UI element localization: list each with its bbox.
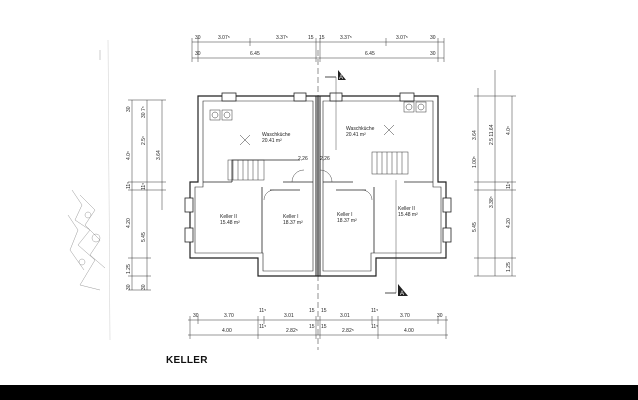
dim-label: 15 xyxy=(321,324,327,330)
stair-right xyxy=(371,151,409,175)
dim-label: 3.64 xyxy=(156,150,162,160)
section-marker-top: A xyxy=(325,70,346,150)
room-area: 15.48 m² xyxy=(398,212,418,218)
dim-label: 3.01 xyxy=(340,313,350,319)
dim-label: 4.20 xyxy=(126,218,132,228)
dim-label: 4.20 xyxy=(506,218,512,228)
dim-text-bottom: 30 3.70 11⁵ 3.01 15 15 3.01 11⁵ 3.70 30 … xyxy=(193,308,443,334)
dim-label: 11⁵ xyxy=(141,183,147,190)
dim-lines-top xyxy=(191,38,445,62)
dim-label: 3.01 xyxy=(284,313,294,319)
dim-label: 3.07⁵ xyxy=(396,35,408,41)
dim-lines-right xyxy=(474,70,516,277)
fixtures xyxy=(209,101,427,146)
dim-label: 3.07⁵ xyxy=(218,35,230,41)
dim-label: 30 xyxy=(141,284,147,290)
dim-label: 15 xyxy=(309,308,315,314)
dim-label: 11⁵ xyxy=(259,308,266,314)
dim-label: 2.82⁵ xyxy=(342,328,354,334)
dim-label: 15 xyxy=(308,35,314,41)
dim-label: 4.00 xyxy=(222,328,232,334)
dim-label: 2.5⁵ xyxy=(141,136,147,145)
dim-label: 1.25 xyxy=(506,262,512,272)
dim-text-right: 3.64 1.00⁵ 5.45 2.5 11.64 3.38⁵ 4.0⁵ 11⁵… xyxy=(472,124,512,272)
dim-label: 3.37⁵ xyxy=(276,35,288,41)
dim-label: 3.70 xyxy=(224,313,234,319)
room-name: Keller II xyxy=(398,206,415,212)
room-area: 18.37 m² xyxy=(337,218,357,224)
dim-label: 4.00 xyxy=(404,328,414,334)
terrain-sketch xyxy=(67,39,111,341)
room-area: 15.48 m² xyxy=(220,220,240,226)
dim-label: 3.38⁵ xyxy=(489,196,495,208)
bottom-bar xyxy=(0,385,638,400)
room-name: Keller I xyxy=(337,212,353,218)
room-name: Keller I xyxy=(283,214,299,220)
dim-label: 30 xyxy=(430,35,436,41)
stair-number: 2,26 xyxy=(320,156,330,162)
dim-label: 11⁵ xyxy=(259,324,266,330)
door-swings xyxy=(263,169,373,201)
dim-label: 15 xyxy=(321,308,327,314)
section-marker-bottom-label: A xyxy=(400,291,404,297)
plan-title: KELLER xyxy=(166,355,208,366)
room-area: 20.41 m² xyxy=(262,138,282,144)
room-name: Waschküche xyxy=(346,126,375,132)
party-wall xyxy=(315,50,321,350)
stair-number: 2,26 xyxy=(298,156,308,162)
dim-label: 30 xyxy=(195,35,201,41)
dim-label: 30 xyxy=(126,284,132,290)
dim-label: 2.5 11.64 xyxy=(489,124,495,145)
dim-label: 15 xyxy=(309,324,315,330)
interior-walls xyxy=(203,159,433,253)
dim-label: 3.70 xyxy=(400,313,410,319)
dim-label: 4.0⁵ xyxy=(126,151,132,160)
room-area: 18.37 m² xyxy=(283,220,303,226)
dim-label: 11⁵ xyxy=(371,308,378,314)
dim-text-top: 30 3.07⁵ 3.37⁵ 15 15 3.37⁵ 3.07⁵ 30 30 6… xyxy=(195,35,436,57)
dim-label: 30 xyxy=(195,51,201,57)
dim-label: 5.45 xyxy=(472,222,478,232)
room-labels: Waschküche 20.41 m² Waschküche 20.41 m² … xyxy=(220,126,418,226)
outer-walls xyxy=(189,95,447,277)
stair-left xyxy=(227,159,265,181)
room-name: Waschküche xyxy=(262,132,291,138)
section-marker-top-label: A xyxy=(339,75,343,81)
dim-label: 30 xyxy=(430,51,436,57)
dim-label: 2.82⁵ xyxy=(286,328,298,334)
dim-text-left: 30 4.0⁵ 11⁵ 4.20 1.25 30 30 7⁵ 2.5⁵ 11⁵ … xyxy=(126,106,162,290)
dim-label: 6.45 xyxy=(250,51,260,57)
dim-lines-bottom xyxy=(188,316,448,339)
dim-label: 11⁵ xyxy=(506,182,512,189)
dim-label: 11⁵ xyxy=(126,182,132,189)
dim-label: 3.64 xyxy=(472,130,478,140)
dim-label: 30 xyxy=(437,313,443,319)
section-marker-bottom: A xyxy=(385,180,408,297)
dim-label: 5.45 xyxy=(141,232,147,242)
dim-label: 15 xyxy=(319,35,325,41)
dim-label: 4.0⁵ xyxy=(506,126,512,135)
dim-lines-left xyxy=(128,99,166,291)
dim-label: 1.00⁵ xyxy=(472,156,478,168)
dim-label: 6.45 xyxy=(365,51,375,57)
dim-label: 1.25 xyxy=(126,264,132,274)
dim-label: 11⁵ xyxy=(371,324,378,330)
room-name: Keller II xyxy=(220,214,237,220)
dim-label: 30 7⁵ xyxy=(141,106,147,118)
dim-label: 3.37⁵ xyxy=(340,35,352,41)
dim-label: 30 xyxy=(126,106,132,112)
room-area: 20.41 m² xyxy=(346,132,366,138)
dim-label: 30 xyxy=(193,313,199,319)
